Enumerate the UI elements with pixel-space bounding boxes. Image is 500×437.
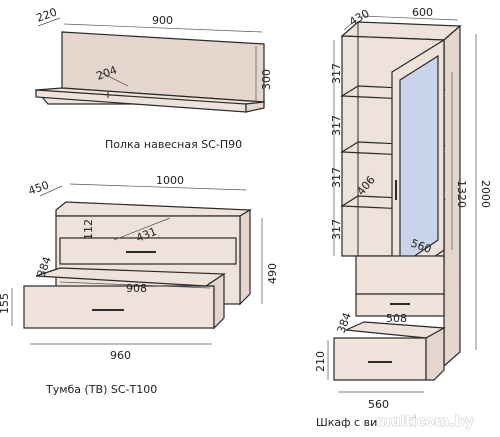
cabinet-shelf-4-label: 317 xyxy=(330,219,343,240)
shelf-height-label: 300 xyxy=(260,69,273,90)
cabinet-glass-height-label: 1320 xyxy=(455,180,468,208)
shelf-depth-label: 220 xyxy=(35,5,59,24)
stand-caption: Тумба (ТВ) SC-Т100 xyxy=(45,383,157,396)
stand-depth-label: 450 xyxy=(27,178,51,197)
stand-drawer-width-label: 960 xyxy=(110,349,131,362)
cabinet-drawer-height-label: 210 xyxy=(314,351,327,372)
stand-side xyxy=(239,208,251,306)
cabinet-shelf-1-label: 317 xyxy=(330,63,343,84)
cabinet-drawer-front xyxy=(333,337,427,381)
stand-width-label: 1000 xyxy=(156,174,184,187)
watermark: multicom.by xyxy=(376,414,474,430)
cabinet-drawer-depth-label: 384 xyxy=(335,311,354,335)
shelf-width-label: 900 xyxy=(152,14,173,27)
stand-height-label: 490 xyxy=(266,263,279,284)
cabinet-shelf-3-label: 317 xyxy=(330,167,343,188)
tv-stand xyxy=(11,183,263,345)
stand-drawer-inner-label: 908 xyxy=(126,282,147,295)
glass-cabinet xyxy=(327,15,477,393)
cabinet-width-label: 600 xyxy=(412,6,433,19)
cabinet-drawer-inner-label: 508 xyxy=(386,312,407,325)
stand-inner-height-label: 112 xyxy=(82,219,95,240)
cabinet-drawer-width-label: 560 xyxy=(368,398,389,411)
wall-shelf xyxy=(34,17,265,113)
open-drawer-front xyxy=(23,285,215,329)
cabinet-caption: Шкаф с ви xyxy=(316,416,377,429)
cabinet-shelf-2-label: 317 xyxy=(330,115,343,136)
cabinet-door-glass xyxy=(399,54,439,268)
stand-top xyxy=(55,201,253,217)
cabinet-total-height-label: 2000 xyxy=(479,180,492,208)
shelf-caption: Полка навесная SC-П90 xyxy=(105,138,242,151)
stand-drawer-height-label: 155 xyxy=(0,293,11,314)
cabinet-lower-front xyxy=(355,255,445,295)
